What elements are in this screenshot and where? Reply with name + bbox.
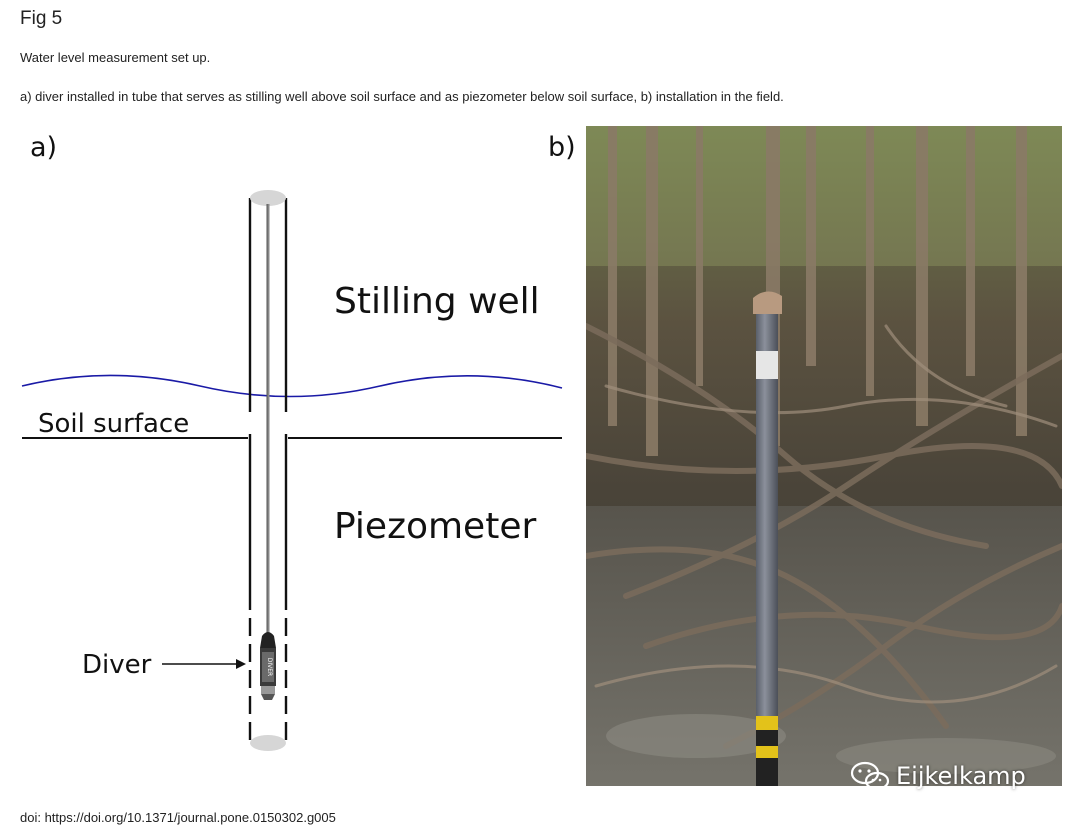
diver-body-text: DIVER <box>266 658 273 676</box>
watermark: Eijkelkamp <box>850 760 1026 792</box>
soil-surface-label: Soil surface <box>38 409 189 439</box>
figure-title: Fig 5 <box>20 8 63 29</box>
piezometer-label: Piezometer <box>334 506 536 547</box>
diver-label: Diver <box>82 650 152 680</box>
figure-doi: doi: https://doi.org/10.1371/journal.pon… <box>20 810 336 825</box>
figure-subtitle: Water level measurement set up. <box>20 50 211 65</box>
well-diagram: DIVER Stilling well Soil surface Piezome… <box>21 190 563 751</box>
water-level-line <box>21 374 563 398</box>
tube-bottom-cap <box>250 735 286 751</box>
watermark-text: Eijkelkamp <box>896 762 1026 790</box>
wechat-icon <box>850 761 890 791</box>
diver-device: DIVER <box>260 632 276 700</box>
field-photo <box>586 126 1062 786</box>
tube-top-cap <box>250 190 286 206</box>
piezometer-pipe <box>753 291 782 786</box>
panel-label-b: b) <box>548 132 576 163</box>
panel-label-a: a) <box>30 132 58 163</box>
figure-caption: a) diver installed in tube that serves a… <box>20 89 784 104</box>
diver-arrow-head <box>236 659 246 669</box>
stilling-well-label: Stilling well <box>334 281 540 322</box>
